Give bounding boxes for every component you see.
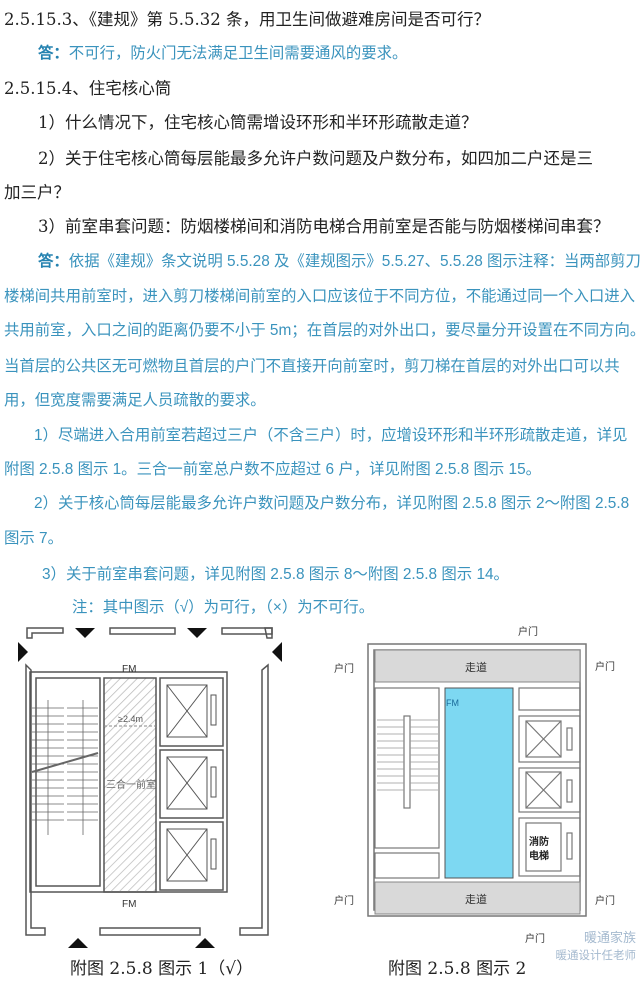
fire-elevator-label: 消防 [529, 835, 549, 848]
width-label: ≥2.4m [118, 714, 143, 724]
figure-1-floor-plan: ≥2.4m 三合一前室 FM FM [18, 627, 282, 948]
stair-treads [377, 719, 438, 791]
watermark-line: 暖通设计任老师 [555, 948, 637, 962]
answer-line: 图示 7。 [4, 530, 64, 547]
section-heading: 2.5.15.4、住宅核心筒 [4, 79, 172, 98]
corridor-top [374, 649, 581, 683]
answer-text: 不可行，防火门无法满足卫生间需要通风的要求。 [68, 45, 408, 62]
question-heading: 2.5.15.3、《建规》第 5.5.32 条，用卫生间做避难房间是否可行？ [4, 10, 490, 29]
answer-line: 2）关于核心筒每层能最多允许户数问题及户数分布，详见附图 2.5.8 图示 2～… [34, 495, 630, 512]
corridor-label: 走道 [465, 892, 487, 906]
corridor-bottom [374, 881, 581, 915]
fm-label: FM [122, 664, 136, 675]
exit-arrow-icons [18, 628, 282, 948]
figure-2-caption: 附图 2.5.8 图示 2 [388, 959, 527, 979]
corridor-label: 走道 [465, 660, 487, 674]
fm-label: FM [122, 899, 136, 910]
question-item: 3）前室串套问题：防烟楼梯间和消防电梯合用前室是否能与防烟楼梯间串套？ [38, 217, 610, 236]
answer-text: 依据《建规》条文说明 5.5.28 及《建规图示》5.5.27、5.5.28 图… [68, 253, 640, 270]
answer-line: 用，但宽度需要满足人员疏散的要求。 [4, 392, 266, 409]
answer-line: 共用前室，入口之间的距离仍要不小于 5m；在首层的对外出口，要尽量分开设置在不同… [4, 322, 640, 339]
stair-treads [31, 700, 99, 835]
answer-paragraph: 答：不可行，防火门无法满足卫生间需要通风的要求。 [0, 41, 640, 63]
answer-line: 1）尽端进入合用前室若超过三户（不含三户）时，应增设环形和半环形疏散走道，详见 [34, 427, 628, 444]
door-label: 户门 [334, 894, 354, 907]
answer-line: 附图 2.5.8 图示 1。三合一前室总户数不应超过 6 户，详见附图 2.5.… [4, 461, 542, 478]
door-label: 户门 [334, 662, 354, 675]
answer-line: 当首层的公共区无可燃物且首层的户门不直接开向前室时，剪刀梯在首层的对外出口可以共 [4, 358, 620, 375]
question-item: 1）什么情况下，住宅核心筒需增设环形和半环形疏散走道？ [38, 113, 478, 132]
answer-label: 答： [38, 253, 69, 270]
door-label: 户门 [595, 894, 615, 907]
answer-line: 3）关于前室串套问题，详见附图 2.5.8 图示 8～附图 2.5.8 图示 1… [42, 566, 509, 583]
answer-label: 答： [38, 45, 69, 62]
watermark-line: 暖通家族 [583, 931, 636, 946]
door-label: 户门 [518, 625, 538, 638]
door-label: 户门 [595, 660, 615, 673]
question-item: 加三户？ [4, 183, 70, 202]
fm-label: FM [446, 698, 459, 708]
elevator-icon [166, 684, 217, 882]
room-label: 三合一前室 [106, 778, 156, 791]
figure-1-caption: 附图 2.5.8 图示 1（√） [70, 959, 254, 979]
answer-line: 楼梯间共用前室时，进入剪刀楼梯间前室的入口应该位于不同方位，不能通过同一个入口进… [4, 288, 636, 305]
fire-elevator-label: 电梯 [529, 849, 549, 862]
note-line: 注：其中图示（√）为可行，（×）为不可行。 [72, 599, 375, 616]
door-label: 户门 [525, 932, 545, 945]
figure-2-floor-plan: 消防 电梯 走道 走道 FM 户门 户门 户门 户门 户门 户门 [334, 625, 615, 945]
watermark: 暖通家族 暖通设计任老师 [540, 930, 637, 964]
answer-line: 答：依据《建规》条文说明 5.5.28 及《建规图示》5.5.27、5.5.28… [0, 249, 640, 271]
question-item: 2）关于住宅核心筒每层能最多允许户数问题及户数分布，如四加二户还是三 [38, 149, 593, 168]
antechamber [444, 687, 514, 879]
